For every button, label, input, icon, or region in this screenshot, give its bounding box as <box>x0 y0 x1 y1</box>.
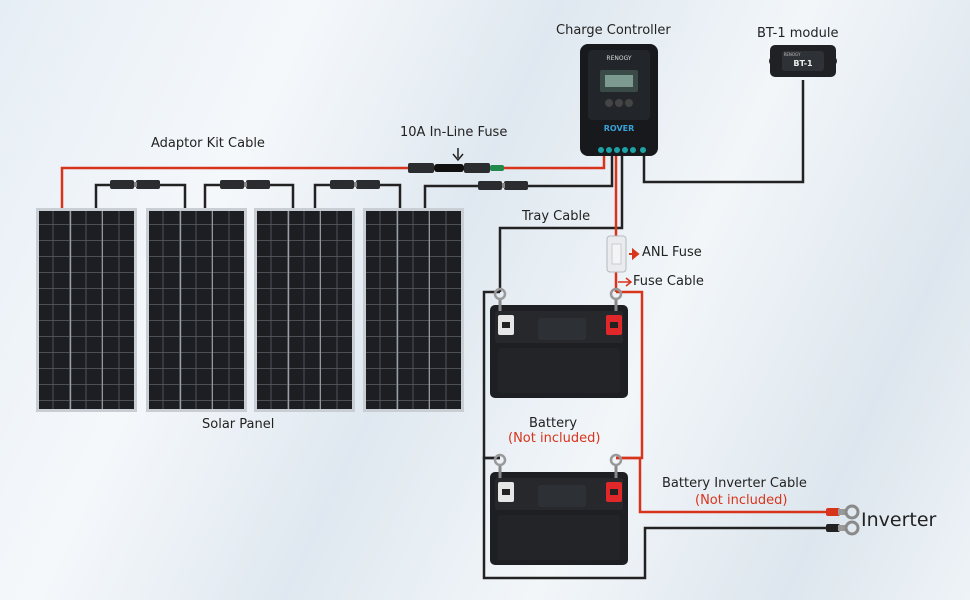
battery-inverter-cable-label: Battery Inverter Cable <box>662 476 807 491</box>
inverter-cable-not-included-label: (Not included) <box>695 493 788 508</box>
controller-terminals <box>598 147 646 153</box>
inverter-terminals <box>826 504 860 536</box>
tray-cable-negative <box>498 152 624 292</box>
inverter-positive-cable <box>616 456 830 514</box>
charge-controller-label: Charge Controller <box>556 23 671 38</box>
solar-panel-label: Solar Panel <box>202 417 275 432</box>
mc4-connectors <box>110 148 528 190</box>
bt1-module: RENOGY BT-1 <box>769 45 837 77</box>
inline-fuse-label: 10A In-Line Fuse <box>400 125 508 140</box>
bt1-module-label: BT-1 module <box>757 26 839 41</box>
negative-array-wire <box>423 152 614 208</box>
solar-panel-array <box>36 208 464 412</box>
fuse-cable-label: Fuse Cable <box>633 274 704 289</box>
mc4-connector-negative <box>478 181 528 190</box>
wires <box>60 80 830 580</box>
charge-controller: RENOGY ROVER <box>580 44 658 156</box>
anl-fuse-label: ANL Fuse <box>642 245 702 260</box>
tray-cable-label: Tray Cable <box>522 209 591 224</box>
controller-model: ROVER <box>604 124 635 133</box>
solar-panel-4 <box>363 208 464 412</box>
controller-brand: RENOGY <box>606 55 632 62</box>
adaptor-kit-cable-label: Adaptor Kit Cable <box>151 136 265 151</box>
inline-fuse <box>408 163 504 173</box>
bt1-brand: RENOGY <box>784 52 801 57</box>
bt1-cable <box>642 80 805 184</box>
solar-panel-3 <box>254 208 355 412</box>
mc4-connector-1 <box>110 180 160 189</box>
battery-2 <box>490 453 628 565</box>
fuse-cable-arrow <box>618 277 633 287</box>
battery-1 <box>490 287 628 398</box>
positive-array-wire <box>60 152 606 208</box>
inverter-label: Inverter <box>861 509 937 531</box>
anl-fuse-arrow <box>629 247 640 261</box>
solar-panel-2 <box>146 208 247 412</box>
bt1-label: BT-1 <box>793 59 813 68</box>
battery-label: Battery <box>529 416 578 431</box>
anl-fuse <box>606 235 640 287</box>
solar-panel-1 <box>36 208 137 412</box>
inverter-negative-cable <box>482 456 830 580</box>
mc4-connector-3 <box>330 180 380 189</box>
mc4-connector-2 <box>220 180 270 189</box>
inline-fuse-arrow <box>452 148 464 162</box>
battery-not-included-label: (Not included) <box>508 431 601 446</box>
